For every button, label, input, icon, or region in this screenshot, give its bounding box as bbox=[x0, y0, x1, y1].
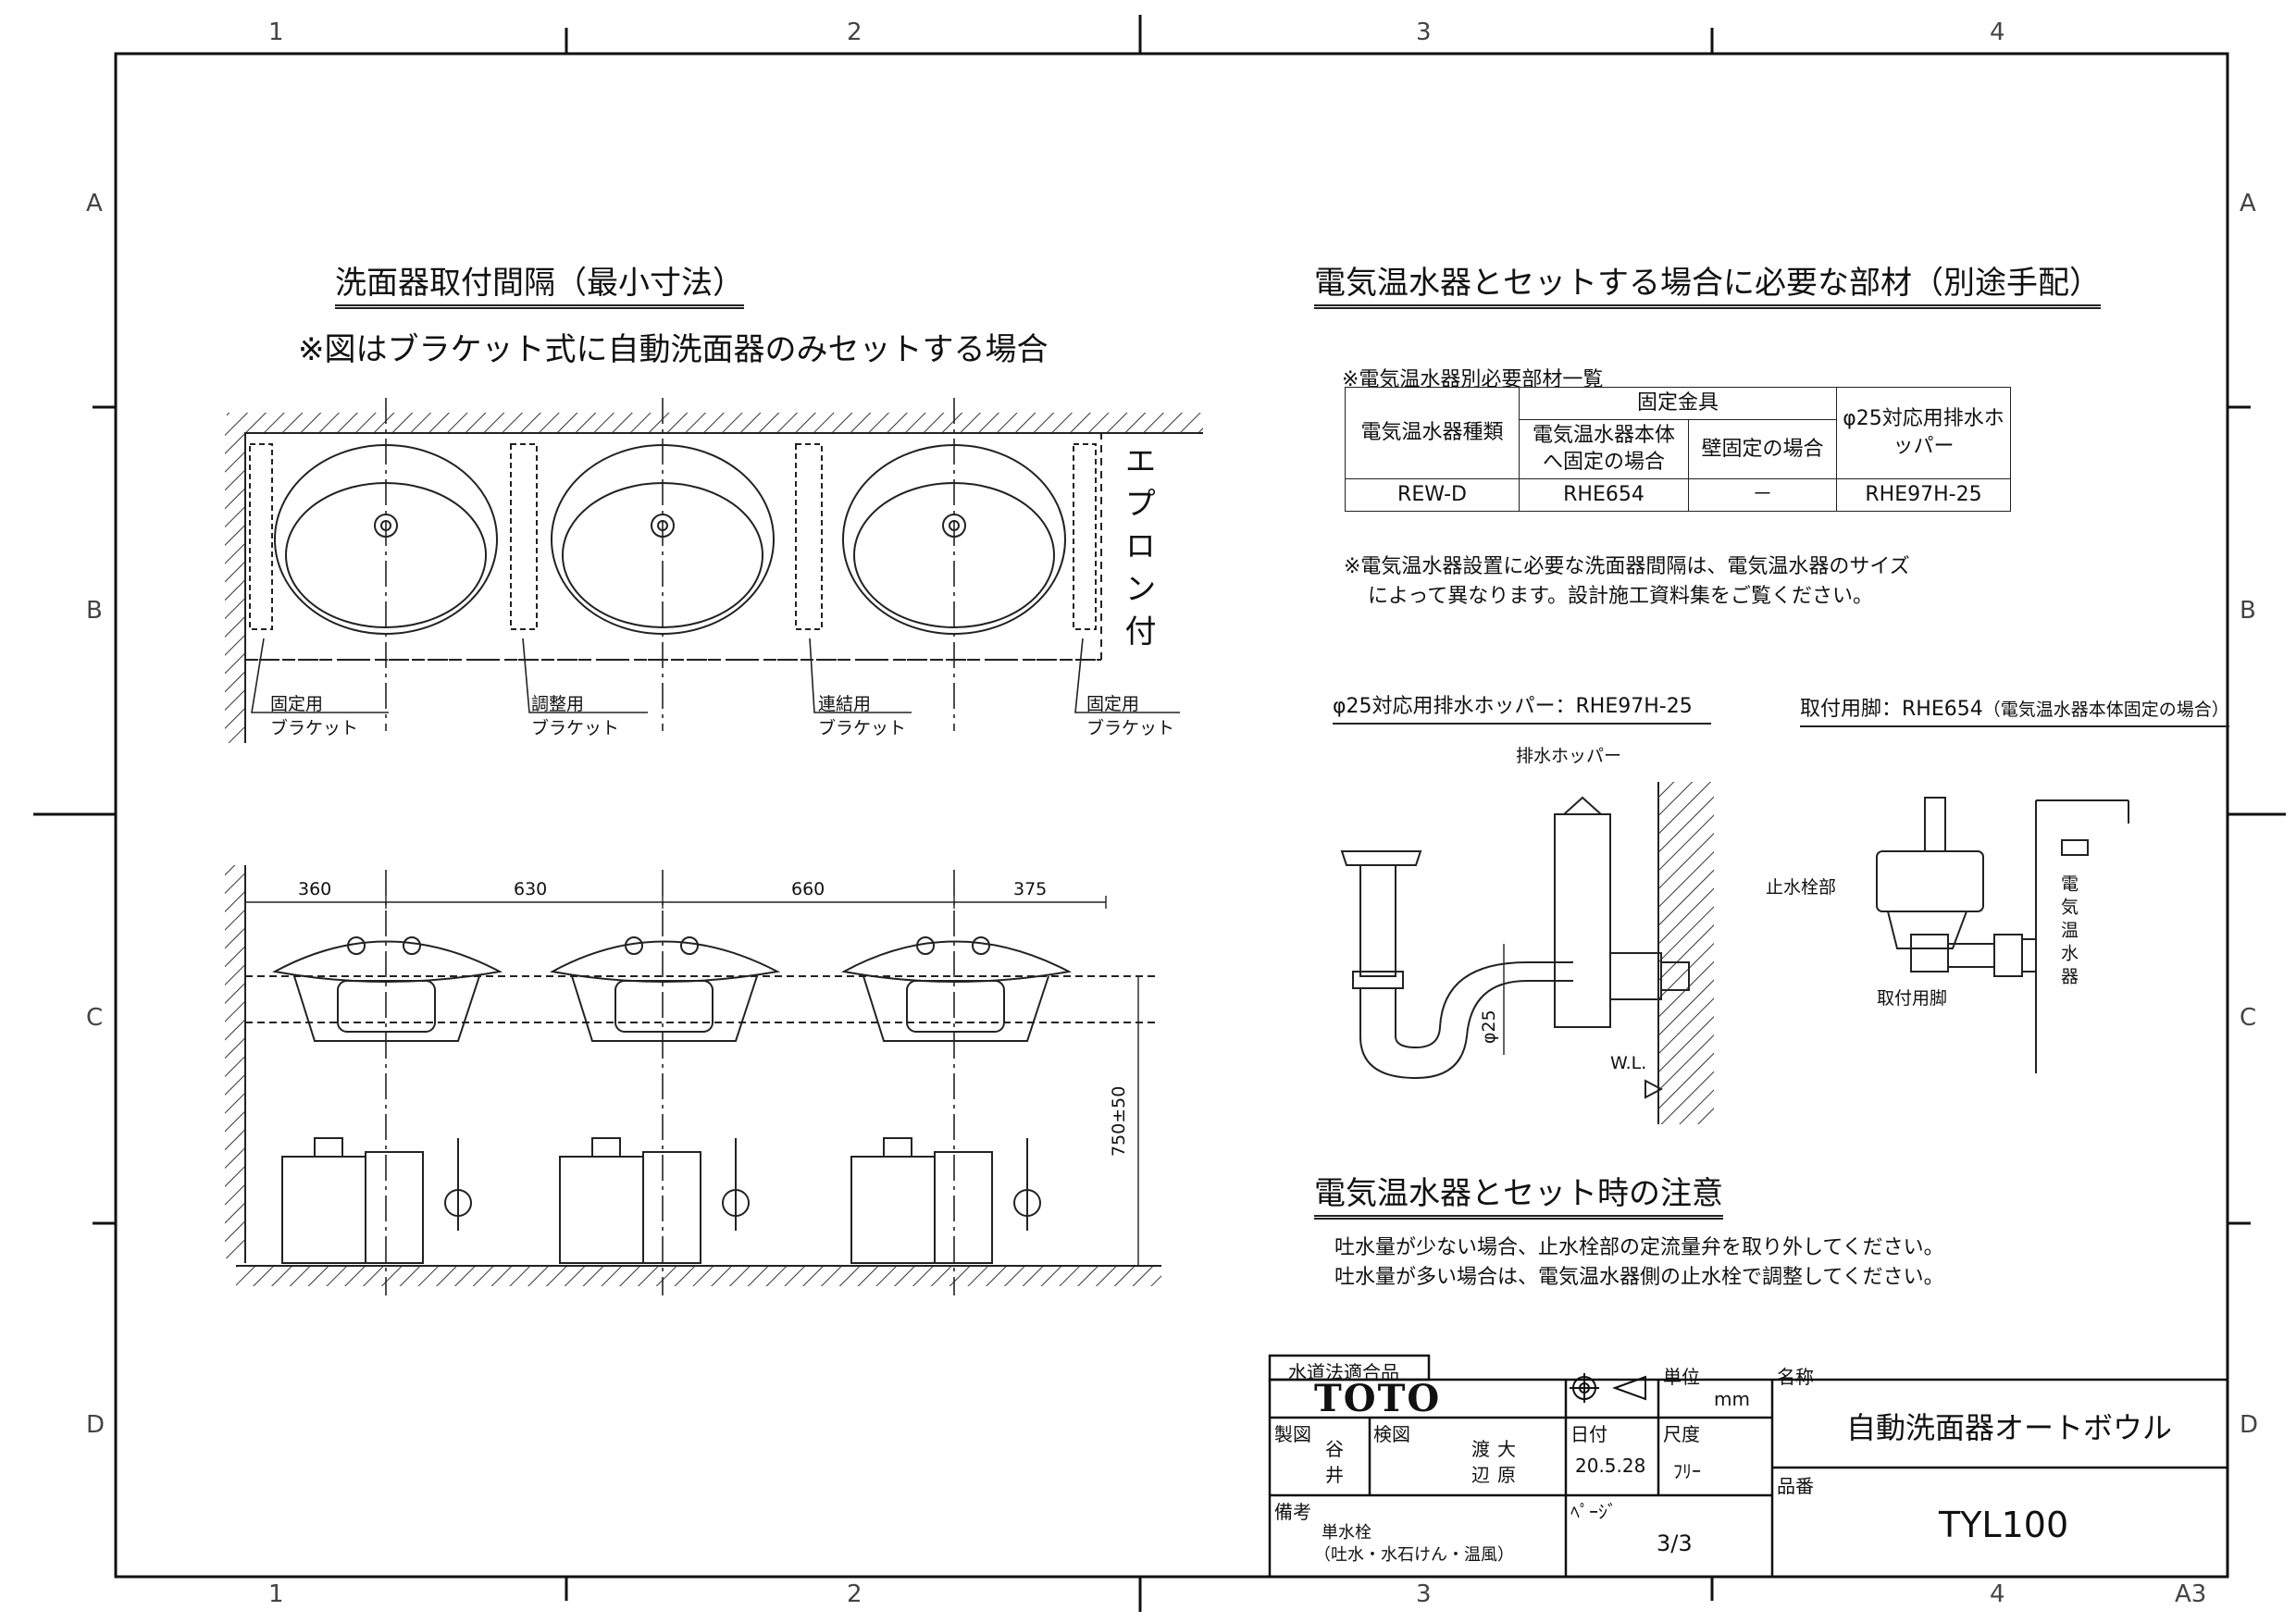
parts-title: 電気温水器とセットする場合に必要な部材（別途手配） bbox=[1314, 257, 2101, 309]
projection-symbol bbox=[1570, 1373, 1646, 1403]
dim-360: 360 bbox=[298, 879, 332, 899]
dim-height: 750±50 bbox=[1109, 1085, 1129, 1157]
product-name: 自動洗面器オートボウル bbox=[1846, 1410, 2173, 1445]
leg-detail-drawing bbox=[1876, 797, 2129, 1073]
bracket-label-fixed-right: 固定用ブラケット bbox=[1086, 694, 1175, 738]
spacing-title: 洗面器取付間隔（最小寸法） bbox=[335, 257, 744, 309]
hopper-title: φ25対応用排水ホッパー：RHE97H-25 bbox=[1333, 689, 1711, 725]
parts-table: 電気温水器種類 固定金具 φ25対応用排水ホッパー 電気温水器本体へ固定の場合 … bbox=[1345, 386, 2011, 512]
plan-view bbox=[225, 398, 1203, 743]
plan-brackets bbox=[249, 443, 1097, 630]
dim-630: 630 bbox=[514, 879, 548, 899]
col-label-2: 2 bbox=[847, 19, 863, 46]
col-label-1-bottom: 1 bbox=[268, 1580, 284, 1608]
sheet-size: A3 bbox=[2175, 1580, 2207, 1608]
dim-375: 375 bbox=[1013, 879, 1048, 899]
header-type: 電気温水器種類 bbox=[1345, 386, 1520, 480]
cell-hopper: RHE97H-25 bbox=[1836, 478, 2011, 512]
parts-note-line1: ※電気温水器設置に必要な洗面器間隔は、電気温水器のサイズ bbox=[1344, 555, 1910, 578]
caution-line1: 吐水量が少ない場合、止水栓部の定流量弁を取り外してください。 bbox=[1334, 1236, 1944, 1259]
row-label-a-right: A bbox=[2240, 190, 2256, 217]
toto-logo: TOTO bbox=[1314, 1377, 1442, 1420]
drawn-name-1: 谷 bbox=[1325, 1438, 1344, 1460]
hopper-dia-label: φ25 bbox=[1479, 1010, 1499, 1044]
row-label-c-right: C bbox=[2240, 1004, 2257, 1032]
date-value: 20.5.28 bbox=[1575, 1455, 1646, 1477]
col-label-4: 4 bbox=[1990, 19, 2005, 46]
row-label-c: C bbox=[86, 1004, 104, 1032]
scale-value: ﾌﾘｰ bbox=[1673, 1460, 1701, 1482]
scale-label: 尺度 bbox=[1663, 1423, 1700, 1445]
front-view bbox=[225, 865, 1161, 1295]
cell-wall-fix: － bbox=[1688, 478, 1837, 512]
remarks-line1: 単水栓 bbox=[1322, 1523, 1371, 1542]
water-level-label: W.L. bbox=[1610, 1053, 1647, 1073]
bracket-label-connect: 連結用ブラケット bbox=[818, 694, 907, 738]
apron-label: エプロン付 bbox=[1119, 444, 1156, 657]
hopper-label: 排水ホッパー bbox=[1516, 746, 1622, 766]
front-basin-3 bbox=[841, 936, 1073, 1042]
drawn-label: 製図 bbox=[1274, 1423, 1311, 1445]
spacing-note: ※図はブラケット式に自動洗面器のみセットする場合 bbox=[298, 331, 1049, 368]
header-fixing: 固定金具 bbox=[1519, 387, 1837, 420]
hopper-detail-drawing bbox=[1340, 782, 1714, 1124]
front-heater-1 bbox=[281, 1137, 472, 1264]
row-label-b: B bbox=[86, 597, 103, 625]
name-label: 名称 bbox=[1777, 1366, 1814, 1388]
bracket-label-fixed-left: 固定用ブラケット bbox=[270, 694, 359, 738]
front-heater-3 bbox=[850, 1137, 1041, 1264]
caution-title: 電気温水器とセット時の注意 bbox=[1314, 1168, 1723, 1220]
stop-valve-label: 止水栓部 bbox=[1766, 877, 1837, 898]
parts-note-line2: によって異なります。設計施工資料集をご覧ください。 bbox=[1368, 585, 1874, 608]
checked-label: 検図 bbox=[1373, 1423, 1410, 1445]
col-label-3: 3 bbox=[1416, 19, 1432, 46]
unit-value: mm bbox=[1714, 1388, 1750, 1410]
row-label-d-right: D bbox=[2240, 1411, 2259, 1439]
col-label-2-bottom: 2 bbox=[847, 1580, 863, 1608]
dim-660: 660 bbox=[791, 879, 825, 899]
cell-body-fix: RHE654 bbox=[1519, 478, 1689, 512]
date-label: 日付 bbox=[1570, 1423, 1607, 1445]
checked-name-3: 大 bbox=[1497, 1438, 1516, 1460]
water-law-label: 水道法適合品 bbox=[1288, 1361, 1399, 1383]
header-hopper: φ25対応用排水ホッパー bbox=[1836, 386, 2011, 480]
col-label-1: 1 bbox=[268, 19, 284, 46]
part-no-value: TYL100 bbox=[1939, 1505, 2069, 1545]
page-value: 3/3 bbox=[1657, 1530, 1693, 1556]
leg-title: 取付用脚：RHE654（電気温水器本体固定の場合） bbox=[1800, 692, 2229, 727]
cell-type: REW-D bbox=[1345, 478, 1520, 512]
caution-line2: 吐水量が多い場合は、電気温水器側の止水栓で調整してください。 bbox=[1334, 1266, 1944, 1289]
bracket-label-adjust: 調整用ブラケット bbox=[531, 694, 620, 738]
row-label-b-right: B bbox=[2240, 597, 2256, 625]
checked-name-1: 渡 bbox=[1471, 1438, 1490, 1460]
heater-label: 電気温水器 bbox=[2058, 874, 2079, 990]
checked-name-4: 原 bbox=[1497, 1464, 1516, 1486]
header-wall-fix: 壁固定の場合 bbox=[1688, 418, 1837, 480]
title-block-lines bbox=[1268, 1354, 2229, 1579]
front-basin-2 bbox=[550, 936, 781, 1042]
row-label-a: A bbox=[86, 190, 103, 217]
front-basin-1 bbox=[272, 936, 503, 1042]
remarks-line2: （吐水・水石けん・温風） bbox=[1314, 1545, 1514, 1565]
page-label: ﾍﾟｰｼﾞ bbox=[1570, 1501, 1617, 1523]
checked-name-2: 辺 bbox=[1471, 1464, 1490, 1486]
drawn-name-2: 井 bbox=[1325, 1464, 1344, 1486]
zone-ticks bbox=[33, 15, 2286, 1612]
remarks-label: 備考 bbox=[1274, 1501, 1311, 1523]
row-label-d: D bbox=[86, 1411, 105, 1439]
col-label-3-bottom: 3 bbox=[1416, 1580, 1432, 1608]
unit-label: 単位 bbox=[1663, 1366, 1700, 1388]
part-no-label: 品番 bbox=[1777, 1475, 1814, 1497]
col-label-4-bottom: 4 bbox=[1990, 1580, 2005, 1608]
front-heater-2 bbox=[559, 1137, 750, 1264]
header-body-fix: 電気温水器本体へ固定の場合 bbox=[1519, 418, 1689, 480]
leg-label: 取付用脚 bbox=[1877, 988, 1948, 1009]
